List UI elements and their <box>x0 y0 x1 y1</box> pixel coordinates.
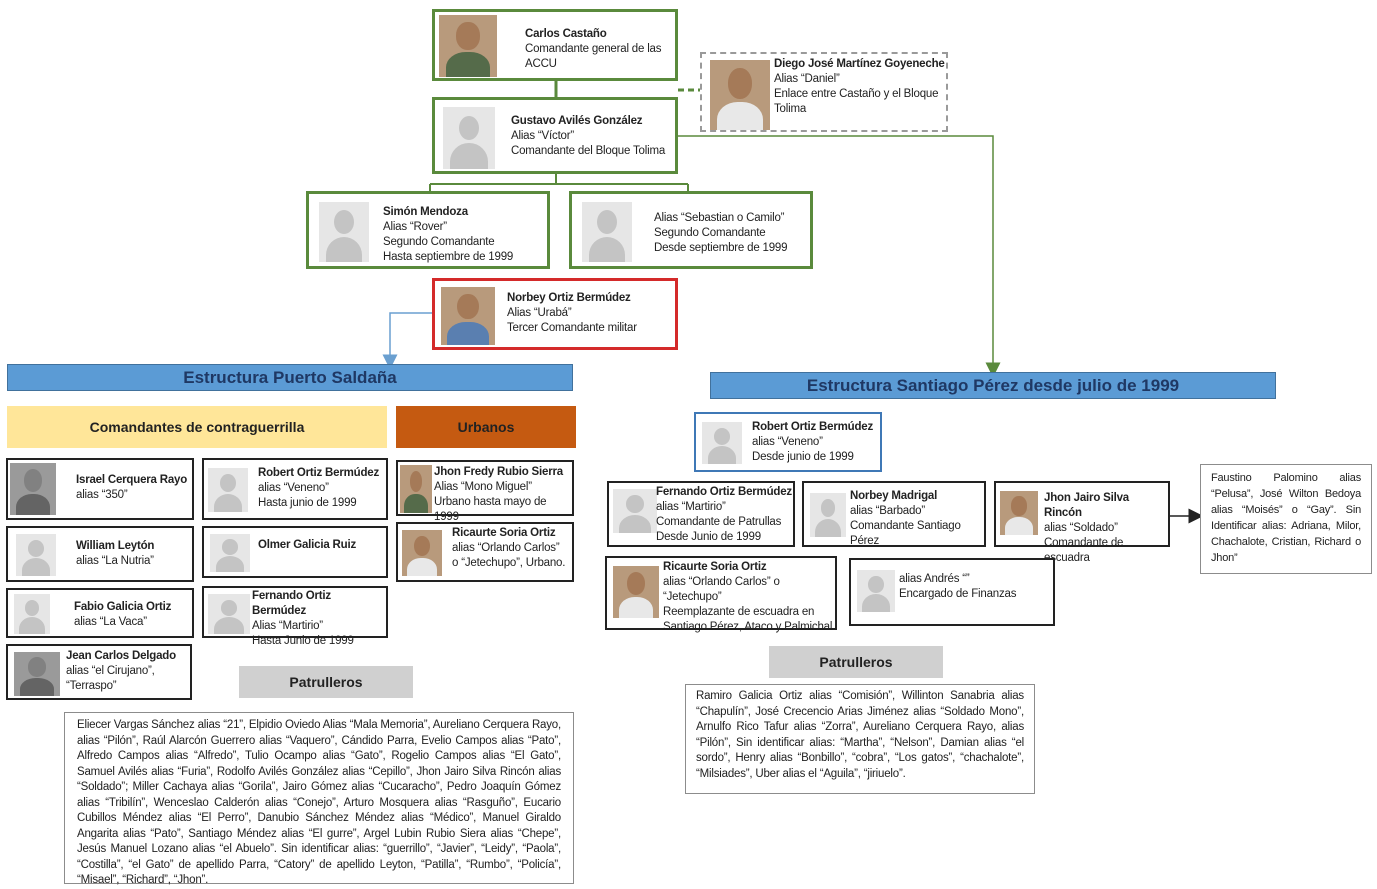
card-fernando-ortiz-puerto: Fernando Ortiz Bermúdez Alias “Martirio”… <box>202 586 388 647</box>
faustino-list: Faustino Palomino alias “Pelusa”, José W… <box>1200 464 1372 574</box>
card-jean-carlos-delgado: Jean Carlos Delgado alias “el Cirujano”,… <box>6 644 192 700</box>
person-name: Robert Ortiz Bermúdez <box>258 467 380 479</box>
photo-portrait-icon <box>710 60 770 130</box>
person-name: Ricaurte Soria Ortiz <box>663 561 767 573</box>
line-norbey-to-puerto <box>382 312 432 370</box>
photo-portrait-icon <box>439 15 497 77</box>
person-name: Fernando Ortiz Bermúdez <box>252 590 331 617</box>
person-name: William Leytón <box>76 540 155 552</box>
photo-portrait-icon <box>400 465 432 513</box>
person-name: Gustavo Avilés González <box>511 115 643 127</box>
card-israel-cerquera: Israel Cerquera Rayo alias “350” <box>6 458 194 520</box>
person-silhouette-icon <box>208 468 248 512</box>
person-silhouette-icon <box>16 534 56 576</box>
photo-portrait-icon <box>613 566 659 618</box>
card-carlos-castano: Carlos Castaño Comandante general de las… <box>432 9 678 81</box>
patrulleros-list-santiago: Ramiro Galicia Ortiz alias “Comisión”, W… <box>685 684 1035 794</box>
card-fabio-galicia: Fabio Galicia Ortiz alias “La Vaca” <box>6 588 194 638</box>
photo-portrait-icon <box>14 652 60 696</box>
person-name: Fernando Ortiz Bermúdez <box>656 486 792 498</box>
person-silhouette-icon <box>208 594 250 634</box>
card-ricaurte-soria-puerto: Ricaurte Soria Ortiz alias “Orlando Carl… <box>396 522 574 582</box>
card-olmer-galicia: Olmer Galicia Ruiz <box>202 526 388 578</box>
line-aviles-tree <box>429 174 689 191</box>
card-ricaurte-soria-santiago: Ricaurte Soria Ortiz alias “Orlando Carl… <box>605 556 837 633</box>
person-silhouette-icon <box>210 534 250 572</box>
header-comandantes-contraguerrilla: Comandantes de contraguerrilla <box>7 406 387 448</box>
banner-santiago-perez: Estructura Santiago Pérez desde julio de… <box>710 372 1276 399</box>
photo-portrait-icon <box>1000 491 1038 535</box>
person-name: Olmer Galicia Ruiz <box>258 539 357 551</box>
person-name: Simón Mendoza <box>383 206 468 218</box>
card-norbey-madrigal: Norbey Madrigal alias “Barbado” Comandan… <box>802 481 986 547</box>
card-william-leyton: William Leytón alias “La Nutria” <box>6 526 194 582</box>
person-name: Ricaurte Soria Ortiz <box>452 527 556 539</box>
person-name: Fabio Galicia Ortiz <box>74 601 172 613</box>
patrulleros-list-puerto: Eliecer Vargas Sánchez alias “21”, Elpid… <box>64 712 574 886</box>
photo-portrait-icon <box>10 463 56 515</box>
person-silhouette-icon <box>613 489 657 533</box>
photo-portrait-icon <box>441 287 495 345</box>
person-name: Diego José Martínez Goyeneche <box>774 58 945 70</box>
header-urbanos: Urbanos <box>396 406 576 448</box>
person-silhouette-icon <box>582 202 632 262</box>
person-silhouette-icon <box>702 422 742 464</box>
person-silhouette-icon <box>857 570 895 612</box>
person-silhouette-icon <box>319 202 369 262</box>
card-robert-ortiz-puerto: Robert Ortiz Bermúdez alias “Veneno” Has… <box>202 458 388 520</box>
card-jhon-jairo-silva: Jhon Jairo Silva Rincón alias “Soldado” … <box>994 481 1170 564</box>
banner-puerto-saldana: Estructura Puerto Saldaña <box>7 364 573 391</box>
person-name: Carlos Castaño <box>525 28 607 40</box>
card-simon-mendoza: Simón Mendoza Alias “Rover” Segundo Coma… <box>306 191 550 269</box>
person-name: Norbey Ortiz Bermúdez <box>507 292 631 304</box>
person-name: Jean Carlos Delgado <box>66 650 176 662</box>
photo-portrait-icon <box>402 530 442 576</box>
person-name: Robert Ortiz Bermúdez <box>752 421 874 433</box>
line-aviles-to-santiago <box>678 135 1001 378</box>
person-silhouette-icon <box>810 493 846 537</box>
header-patrulleros-puerto: Patrulleros <box>239 666 413 698</box>
card-fernando-ortiz-santiago: Fernando Ortiz Bermúdez alias “Martirio”… <box>607 481 795 547</box>
card-robert-ortiz-santiago: Robert Ortiz Bermúdez alias “Veneno” Des… <box>694 412 882 472</box>
card-diego-martinez: Diego José Martínez Goyeneche Alias “Dan… <box>700 52 948 132</box>
person-name: Jhon Fredy Rubio Sierra <box>434 466 563 478</box>
person-silhouette-icon <box>443 107 495 169</box>
card-norbey-ortiz: Norbey Ortiz Bermúdez Alias “Urabá” Terc… <box>432 278 678 350</box>
person-silhouette-icon <box>14 594 50 634</box>
person-name: Israel Cerquera Rayo <box>76 474 188 486</box>
card-alias-sebastian: Alias “Sebastian o Camilo” Segundo Coman… <box>569 191 813 269</box>
header-patrulleros-santiago: Patrulleros <box>769 646 943 678</box>
card-jhon-fredy-rubio: Jhon Fredy Rubio Sierra Alias “Mono Migu… <box>396 460 574 523</box>
person-name: Jhon Jairo Silva Rincón <box>1044 492 1129 519</box>
card-gustavo-aviles: Gustavo Avilés González Alias “Víctor” C… <box>432 97 678 174</box>
card-alias-andres: alias Andrés “” Encargado de Finanzas <box>849 558 1055 626</box>
person-name: Norbey Madrigal <box>850 490 938 502</box>
